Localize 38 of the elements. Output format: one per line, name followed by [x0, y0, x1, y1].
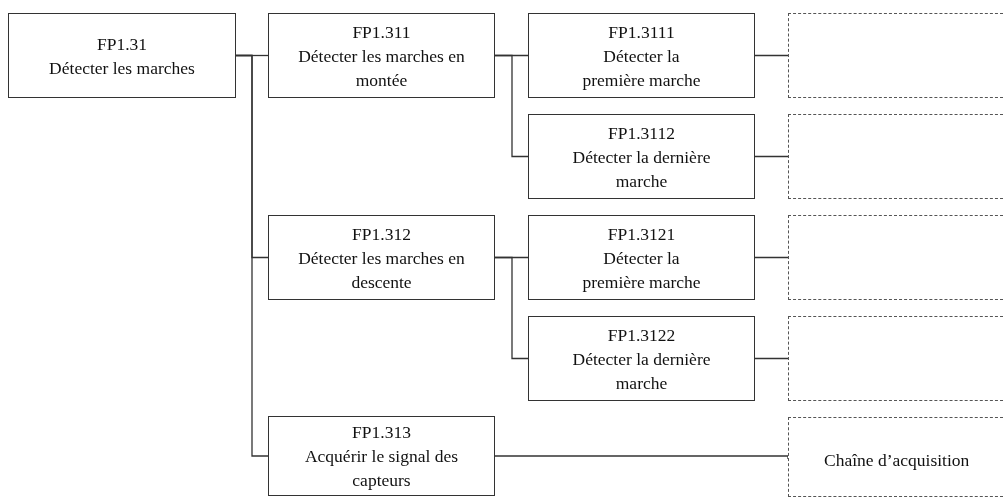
function-label: Détecter la première marche [581, 44, 702, 92]
function-code: FP1.3121 [607, 222, 676, 246]
function-code: FP1.311 [352, 20, 411, 44]
function-box [8, 13, 236, 98]
connector-line [494, 455, 789, 460]
connector-line [754, 256, 789, 259]
function-box [528, 215, 755, 300]
function-code: FP1.312 [352, 222, 411, 246]
function-code: FP1.3111 [608, 20, 675, 44]
connector-line [754, 54, 789, 57]
function-label: Acquérir le signal des capteurs [303, 445, 460, 492]
connector-line [235, 54, 269, 457]
function-box [268, 215, 495, 300]
function-code: FP1.3112 [608, 121, 675, 145]
function-label: Détecter les marches en descente [297, 246, 466, 294]
dashed-box [788, 417, 1003, 497]
function-code: FP1.313 [352, 421, 411, 444]
connector-line [494, 54, 529, 158]
function-label: Détecter la dernière marche [572, 347, 711, 395]
function-label: Chaîne d’acquisition [824, 449, 970, 472]
function-box [268, 416, 495, 496]
dashed-box [788, 114, 1003, 199]
function-box [528, 114, 755, 199]
function-label: Détecter la première marche [581, 246, 702, 294]
dashed-box [788, 316, 1003, 401]
function-label: Détecter la dernière marche [572, 145, 711, 193]
function-box [528, 316, 755, 401]
function-label: Détecter les marches en montée [297, 44, 466, 92]
connector-line [754, 155, 789, 158]
function-label: Détecter les marches [49, 56, 195, 80]
function-code: FP1.3122 [607, 323, 676, 347]
function-box [268, 13, 495, 98]
function-box [528, 13, 755, 98]
connector-line [754, 357, 789, 360]
connector-line [494, 256, 529, 360]
dashed-box [788, 215, 1003, 300]
dashed-box [788, 13, 1003, 98]
function-code: FP1.31 [96, 32, 148, 56]
